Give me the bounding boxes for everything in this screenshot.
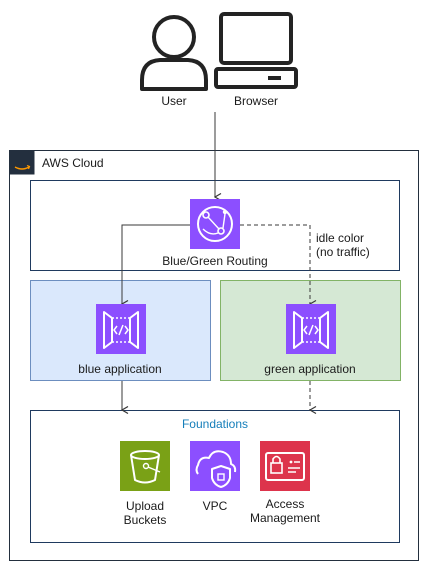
upload-buckets-label-line2: Buckets <box>123 513 167 527</box>
access-management-label-line2: Management <box>249 511 321 525</box>
routing-distribution-icon <box>190 199 240 249</box>
aws-cloud-container <box>9 150 419 561</box>
arrow-routing-to-green <box>240 224 310 304</box>
iam-access-icon <box>260 441 310 491</box>
browser-icon <box>214 12 298 89</box>
connector-lines <box>122 112 310 410</box>
user-icon <box>140 15 208 91</box>
aws-logo-icon <box>9 150 35 175</box>
aws-cloud-title: AWS Cloud <box>42 156 104 170</box>
arrow-routing-to-blue <box>122 224 190 304</box>
vpc-label: VPC <box>202 499 228 513</box>
foundations-title: Foundations <box>181 417 249 431</box>
routing-label: Blue/Green Routing <box>162 254 268 268</box>
access-management-label-line1: Access <box>265 497 305 511</box>
idle-color-note-line2: (no traffic) <box>316 245 370 259</box>
blue-app-runner-icon <box>96 304 146 354</box>
green-app-runner-icon <box>286 304 336 354</box>
foundations-group <box>30 410 400 543</box>
user-label: User <box>161 94 187 108</box>
upload-buckets-label-line1: Upload <box>125 499 165 513</box>
green-application-label: green application <box>264 362 356 376</box>
browser-label: Browser <box>233 94 278 108</box>
blue-application-label: blue application <box>78 362 162 376</box>
vpc-icon <box>190 441 240 491</box>
idle-color-note-line1: idle color <box>316 231 365 245</box>
s3-bucket-icon <box>120 441 170 491</box>
